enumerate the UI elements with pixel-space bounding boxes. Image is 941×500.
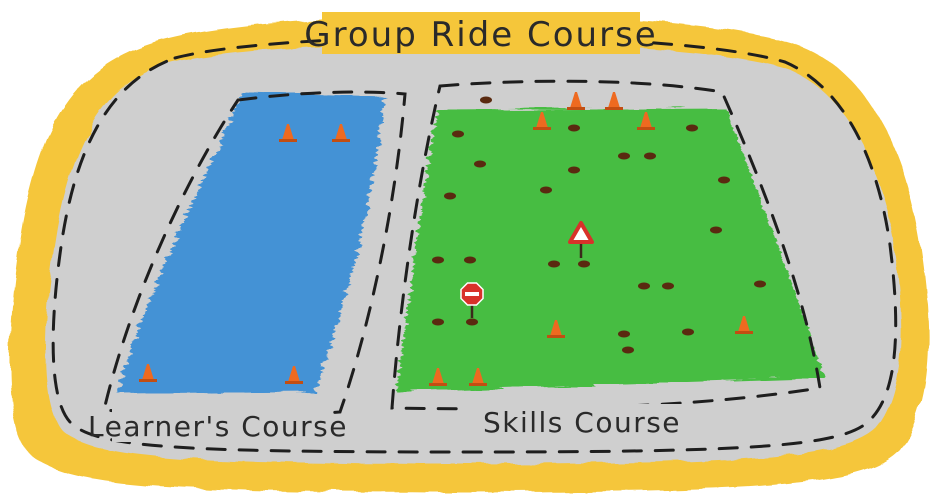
cone-icon: [567, 92, 585, 110]
marker-icon: [540, 186, 552, 194]
learners-course-label: Learner's Course: [88, 410, 348, 443]
marker-icon: [480, 96, 492, 104]
marker-icon: [568, 166, 580, 174]
marker-icon: [686, 124, 698, 132]
marker-icon: [548, 260, 560, 268]
marker-icon: [710, 226, 722, 234]
yield-sign-icon: [568, 221, 594, 258]
skills-course-dashed-boundary: [390, 79, 822, 411]
cone-icon: [469, 368, 487, 386]
cone-icon: [139, 364, 157, 382]
cone-icon: [429, 368, 447, 386]
skills-course-label: Skills Course: [483, 406, 681, 439]
stop-sign-icon: [460, 282, 484, 318]
cone-icon: [533, 112, 551, 130]
marker-icon: [622, 346, 634, 354]
cone-icon: [637, 112, 655, 130]
marker-icon: [466, 318, 478, 326]
marker-icon: [474, 160, 486, 168]
marker-icon: [644, 152, 656, 160]
cone-icon: [735, 316, 753, 334]
skills-course-cones: [429, 92, 753, 386]
marker-icon: [432, 256, 444, 264]
group-ride-dashed-boundary: [51, 35, 898, 454]
skills-course-area: [396, 108, 824, 392]
title-backing: [322, 12, 640, 54]
marker-icon: [444, 192, 456, 200]
marker-icon: [662, 282, 674, 290]
marker-icon: [682, 328, 694, 336]
marker-icon: [618, 152, 630, 160]
marker-icon: [638, 282, 650, 290]
cone-icon: [547, 320, 565, 338]
learners-course-cones: [139, 124, 350, 384]
marker-icon: [464, 256, 476, 264]
marker-icon: [618, 330, 630, 338]
cone-icon: [279, 124, 297, 142]
marker-icon: [568, 124, 580, 132]
marker-icon: [432, 318, 444, 326]
learners-label-backing: [112, 408, 324, 442]
skills-label-backing: [468, 404, 696, 440]
cone-icon: [285, 366, 303, 384]
learners-course-dashed-boundary: [102, 90, 407, 418]
learners-course-area: [118, 92, 386, 394]
cone-icon: [605, 92, 623, 110]
marker-icon: [718, 176, 730, 184]
cone-icon: [332, 124, 350, 142]
skills-course-markers: [432, 96, 766, 354]
marker-icon: [578, 260, 590, 268]
group-ride-course-title: Group Ride Course: [304, 15, 657, 55]
marker-icon: [754, 280, 766, 288]
marker-icon: [452, 130, 464, 138]
